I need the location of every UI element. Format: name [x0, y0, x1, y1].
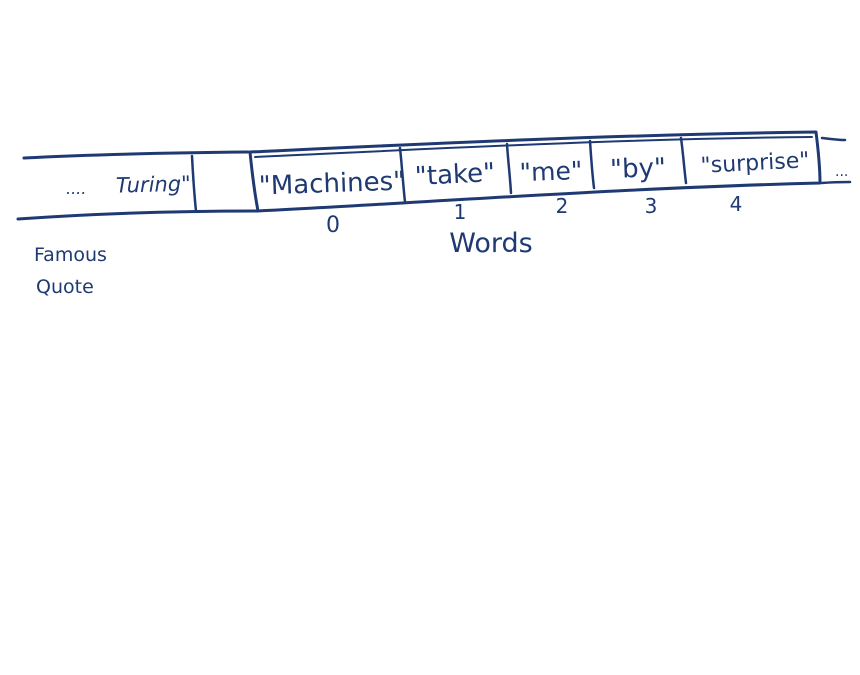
word-cell-0: "Machines" [258, 166, 405, 201]
index-4: 4 [730, 192, 743, 216]
turing-cell-divider [190, 154, 198, 213]
index-3: 3 [645, 194, 658, 218]
index-2: 2 [556, 194, 569, 218]
word-cell-1: "take" [414, 158, 496, 192]
array-divider-4 [679, 136, 688, 185]
strip-right-top-line [820, 136, 847, 142]
strip-top-line [22, 150, 250, 160]
array-divider-3 [588, 139, 596, 190]
array-divider-2 [505, 142, 513, 195]
array-divider-1 [398, 146, 407, 204]
array-name-label: Words [449, 228, 532, 259]
strip-right-bottom-line [820, 180, 852, 185]
right-ellipsis: ... [835, 164, 848, 180]
word-cell-4: "surprise" [700, 148, 810, 179]
words-array-box-inner [254, 136, 813, 158]
word-cell-2: "me" [519, 156, 583, 187]
word-cell-3: "by" [610, 153, 667, 185]
turing-word: Turing" [116, 172, 191, 198]
strip-label-line-2: Quote [36, 276, 94, 298]
index-0: 0 [326, 213, 340, 238]
strip-label-line-1: Famous [34, 244, 107, 266]
strip-bottom-line [16, 209, 260, 221]
left-ellipsis: .... [66, 179, 86, 198]
words-array-box [248, 130, 822, 213]
index-1: 1 [454, 200, 467, 224]
